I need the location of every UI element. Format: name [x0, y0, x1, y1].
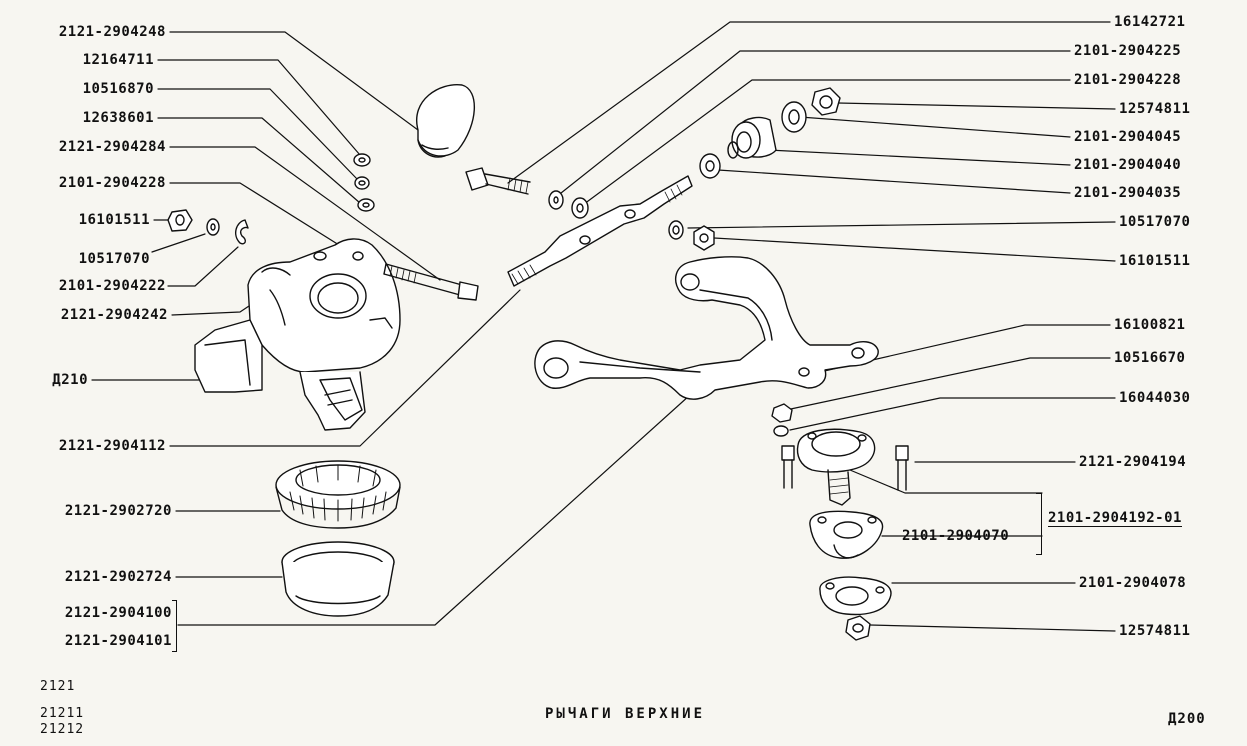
label-right-7: 2101-2904035	[1074, 185, 1182, 201]
spring-insulator-part	[275, 460, 401, 529]
upper-arm-part	[534, 256, 879, 400]
right-bracket	[1036, 493, 1042, 555]
label-left-3: 10516870	[82, 81, 154, 97]
model-label-3: 21212	[40, 722, 85, 737]
label-left-10: 2121-2904242	[60, 307, 168, 323]
bolt-left-part	[383, 263, 479, 301]
label-left-7: 16101511	[78, 212, 150, 228]
model-label-1: 2121	[40, 679, 76, 694]
label-right-15: 2101-2904070	[902, 528, 1010, 544]
upper-arm-bracket	[194, 238, 401, 431]
label-left-14: 2121-2902724	[64, 569, 172, 585]
label-right-13: 2121-2904194	[1079, 454, 1187, 470]
spring-seat-part	[281, 541, 395, 617]
arm-nuts	[771, 403, 793, 437]
label-right-4: 12574811	[1119, 101, 1191, 117]
label-left-15: 2121-2904100	[64, 605, 172, 621]
label-right-2: 2101-2904225	[1074, 43, 1182, 59]
sheet-number: Д200	[1168, 711, 1206, 727]
label-right-17: 12574811	[1119, 623, 1191, 639]
label-left-16: 2121-2904101	[64, 633, 172, 649]
bolt-top-part	[465, 167, 589, 219]
label-left-2: 12164711	[82, 52, 154, 68]
label-right-12: 16044030	[1119, 390, 1191, 406]
label-left-5: 2121-2904284	[58, 139, 166, 155]
label-left-11: Д210	[52, 372, 88, 388]
label-right-9: 16101511	[1119, 253, 1191, 269]
model-label-2: 21211	[40, 706, 85, 721]
label-left-13: 2121-2902720	[64, 503, 172, 519]
left-bracket	[172, 600, 177, 652]
label-right-6: 2101-2904040	[1074, 157, 1182, 173]
small-nuts-left	[167, 153, 375, 245]
ball-joint-part	[781, 428, 909, 641]
label-right-1: 16142721	[1114, 14, 1186, 30]
label-right-16: 2101-2904078	[1079, 575, 1187, 591]
label-left-4: 12638601	[82, 110, 154, 126]
label-left-8: 10517070	[78, 251, 150, 267]
label-right-10: 16100821	[1114, 317, 1186, 333]
protective-cap-part	[415, 84, 475, 158]
label-right-11: 10516670	[1114, 350, 1186, 366]
label-left-12: 2121-2904112	[58, 438, 166, 454]
label-left-6: 2101-2904228	[58, 175, 166, 191]
page-title: РЫЧАГИ ВЕРХНИЕ	[545, 706, 706, 722]
label-right-14: 2101-2904192-01	[1048, 510, 1182, 527]
leader-lines-right	[507, 21, 1116, 632]
leader-lines-left	[91, 31, 691, 626]
label-right-3: 2101-2904228	[1074, 72, 1182, 88]
upper-arm-axle-part	[507, 175, 693, 287]
label-left-9: 2101-2904222	[58, 278, 166, 294]
label-left-1: 2121-2904248	[58, 24, 166, 40]
label-right-8: 10517070	[1119, 214, 1191, 230]
silentblock-part	[668, 87, 841, 251]
label-right-5: 2101-2904045	[1074, 129, 1182, 145]
